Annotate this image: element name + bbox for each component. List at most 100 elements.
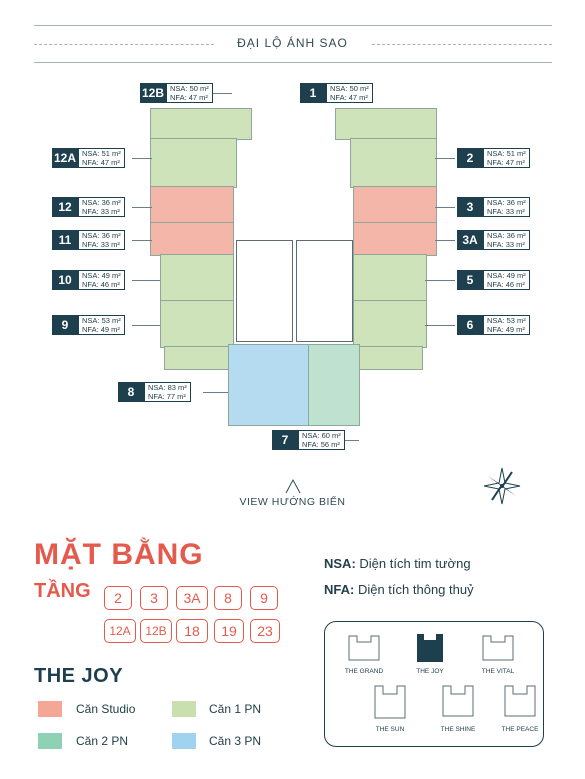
floor-chip-2[interactable]: 2 bbox=[104, 586, 132, 610]
unit-nfa: NFA: 49 m² bbox=[487, 325, 525, 334]
legend-label: Căn 3 PN bbox=[209, 734, 262, 748]
unit-nfa: NFA: 33 m² bbox=[82, 240, 120, 249]
building-label: THE SHINE bbox=[440, 726, 476, 733]
leader-3a bbox=[435, 240, 455, 241]
plan-unit-6 bbox=[353, 300, 427, 348]
floor-chip-12a[interactable]: 12A bbox=[104, 619, 136, 643]
unit-nsa: NSA: 51 m² bbox=[82, 149, 121, 158]
plan-unit-11 bbox=[150, 222, 234, 256]
floor-chip-8[interactable]: 8 bbox=[214, 586, 242, 610]
unit-nfa: NFA: 46 m² bbox=[82, 280, 120, 289]
building-highlight-icon bbox=[417, 634, 443, 662]
unit-nsa: NSA: 50 m² bbox=[330, 84, 369, 93]
plan-unit-8 bbox=[228, 344, 310, 426]
building-label: THE VITAL bbox=[481, 668, 515, 675]
unit-nfa: NFA: 77 m² bbox=[148, 392, 186, 401]
unit-nsa: NSA: 51 m² bbox=[487, 149, 526, 158]
view-arrow-icon bbox=[285, 478, 301, 494]
unit-nfa: NFA: 47 m² bbox=[330, 93, 368, 102]
plan-unit-12 bbox=[150, 186, 234, 224]
unit-nsa: NSA: 36 m² bbox=[82, 231, 121, 240]
unit-nsa: NSA: 83 m² bbox=[148, 383, 187, 392]
unit-nfa: NFA: 56 m² bbox=[302, 440, 340, 449]
leader-5 bbox=[425, 280, 455, 281]
unit-number: 8 bbox=[118, 382, 144, 402]
building-outline-icon bbox=[482, 635, 514, 661]
leader-10 bbox=[132, 280, 160, 281]
unit-number: 12A bbox=[52, 148, 78, 168]
leader-3 bbox=[435, 207, 455, 208]
building-label: THE GRAND bbox=[344, 668, 384, 675]
definition-term: NFA: bbox=[324, 582, 355, 597]
unit-nsa: NSA: 36 m² bbox=[487, 231, 526, 240]
plan-unit-6-balcony bbox=[355, 346, 423, 370]
street-dash-right bbox=[372, 44, 552, 45]
unit-number: 11 bbox=[52, 230, 78, 250]
floor-chip-9[interactable]: 9 bbox=[250, 586, 278, 610]
unit-number: 5 bbox=[457, 270, 483, 290]
unit-nsa: NSA: 50 m² bbox=[170, 84, 209, 93]
plan-unit-5 bbox=[353, 254, 427, 302]
floor-chip-3[interactable]: 3 bbox=[140, 586, 168, 610]
street-dash-left bbox=[34, 44, 214, 45]
floor-chip-18[interactable]: 18 bbox=[176, 619, 208, 643]
leader-2 bbox=[435, 158, 455, 159]
plan-unit-1 bbox=[335, 108, 437, 140]
plan-unit-9-balcony bbox=[164, 346, 232, 370]
definition-text: Diện tích thông thuỷ bbox=[354, 582, 474, 597]
unit-nsa: NSA: 53 m² bbox=[82, 316, 121, 325]
definition-term: NSA: bbox=[324, 556, 356, 571]
legend-label: Căn Studio bbox=[76, 702, 136, 716]
building-label: THE PEACE bbox=[501, 726, 539, 733]
definition-nsa: NSA: Diện tích tim tường bbox=[324, 556, 471, 571]
unit-number: 1 bbox=[300, 83, 326, 103]
floor-chip-19[interactable]: 19 bbox=[214, 619, 244, 643]
building-name: THE JOY bbox=[34, 665, 124, 687]
unit-number: 9 bbox=[52, 315, 78, 335]
street-top-line bbox=[34, 25, 552, 26]
leader-7 bbox=[345, 440, 359, 441]
unit-number: 12 bbox=[52, 197, 78, 217]
unit-nfa: NFA: 49 m² bbox=[82, 325, 120, 334]
building-label: THE SUN bbox=[375, 726, 405, 733]
unit-number: 6 bbox=[457, 315, 483, 335]
unit-nfa: NFA: 47 m² bbox=[82, 158, 120, 167]
compass-icon bbox=[483, 467, 521, 505]
plan-unit-12a bbox=[150, 138, 237, 188]
building-outline-icon bbox=[374, 685, 406, 719]
floor-chip-23[interactable]: 23 bbox=[250, 619, 280, 643]
definition-nfa: NFA: Diện tích thông thuỷ bbox=[324, 582, 474, 597]
floor-chip-3a[interactable]: 3A bbox=[176, 586, 208, 610]
plan-unit-12b bbox=[150, 108, 252, 140]
plan-unit-3a bbox=[353, 222, 437, 256]
unit-nfa: NFA: 33 m² bbox=[487, 207, 525, 216]
plan-unit-7 bbox=[308, 344, 360, 426]
plan-unit-10 bbox=[160, 254, 234, 302]
plan-unit-9 bbox=[160, 300, 234, 348]
floor-chip-12b[interactable]: 12B bbox=[140, 619, 172, 643]
building-outline-icon bbox=[348, 635, 380, 661]
legend-swatch-1pn bbox=[172, 701, 196, 717]
unit-number: 7 bbox=[272, 430, 298, 450]
legend-swatch-3pn bbox=[172, 733, 196, 749]
legend-label: Căn 1 PN bbox=[209, 702, 262, 716]
building-outline-icon bbox=[504, 685, 536, 717]
street-bottom-line bbox=[34, 62, 552, 63]
definition-text: Diện tích tim tường bbox=[355, 556, 471, 571]
plan-core-left bbox=[236, 240, 293, 342]
unit-nsa: NSA: 49 m² bbox=[82, 271, 121, 280]
plan-core-right bbox=[296, 240, 353, 342]
unit-nsa: NSA: 36 m² bbox=[82, 198, 121, 207]
view-label: VIEW HƯỚNG BIỂN bbox=[239, 496, 346, 508]
unit-nsa: NSA: 36 m² bbox=[487, 198, 526, 207]
leader-12 bbox=[132, 207, 152, 208]
